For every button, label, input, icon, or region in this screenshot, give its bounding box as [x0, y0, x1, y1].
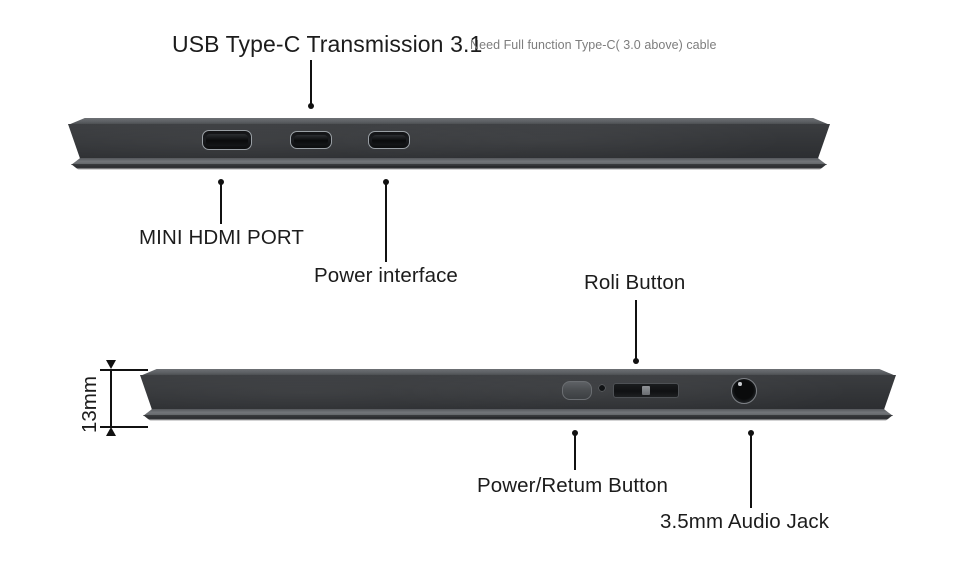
title-subtitle: Need Full function Type-C( 3.0 above) ca…	[470, 38, 717, 52]
leader-dot-mini-hdmi	[218, 179, 224, 185]
mini-hdmi-port[interactable]	[202, 130, 252, 150]
device-body-top	[68, 118, 830, 175]
device-shadow-bottom	[155, 417, 881, 426]
usb-c-port-power-inner	[372, 135, 406, 145]
leader-line-audio-jack	[750, 435, 752, 508]
device-face-top	[68, 124, 830, 159]
leader-dot-roll-button	[633, 358, 639, 364]
dimension-arrow-bottom	[106, 427, 116, 436]
page-title: USB Type-C Transmission 3.1	[172, 31, 483, 57]
dimension-thickness-label: 13mm	[78, 376, 101, 433]
audio-jack-port[interactable]	[731, 378, 757, 404]
leader-dot-power-interface	[383, 179, 389, 185]
dimension-extension-bottom	[100, 426, 148, 428]
device-bottom-edge-view	[140, 369, 896, 426]
label-power-interface: Power interface	[314, 264, 458, 287]
device-body-bottom	[140, 369, 896, 426]
device-face-bottom	[140, 375, 896, 410]
label-mini-hdmi-port: MINI HDMI PORT	[139, 226, 305, 249]
led-indicator-icon	[599, 385, 605, 391]
usb-c-port-power[interactable]	[368, 131, 410, 149]
leader-dot-audio-jack	[748, 430, 754, 436]
audio-jack-highlight	[738, 382, 742, 387]
device-bevel-bottom	[140, 369, 896, 376]
dimension-extension-top	[100, 369, 148, 371]
roll-button[interactable]	[613, 383, 679, 398]
dimension-line-vertical	[110, 369, 112, 427]
leader-line-usb-type-c	[310, 60, 312, 105]
device-bottom-edge-top	[71, 164, 827, 170]
leader-line-power-interface	[385, 184, 387, 262]
label-power-return-button: Power/Retum Button	[477, 474, 668, 497]
leader-dot-usb-type-c	[308, 103, 314, 109]
leader-dot-power-return-button	[572, 430, 578, 436]
device-bevel-top	[68, 118, 830, 125]
label-roll-button: Roli Button	[584, 271, 686, 294]
leader-line-roll-button	[635, 300, 637, 360]
device-top-edge-view	[68, 118, 830, 175]
device-shadow-top	[83, 166, 815, 175]
device-band-bottom	[143, 409, 893, 416]
usb-c-port-transmission-inner	[294, 135, 328, 145]
leader-line-mini-hdmi	[220, 184, 222, 224]
device-band-top	[71, 158, 827, 165]
leader-line-power-return-button	[574, 435, 576, 470]
dimension-arrow-top	[106, 360, 116, 369]
roll-button-nub	[642, 385, 650, 396]
usb-c-port-transmission[interactable]	[290, 131, 332, 149]
power-return-button[interactable]	[562, 381, 592, 400]
mini-hdmi-port-inner	[206, 134, 248, 146]
device-bottom-edge-bottom	[143, 415, 893, 421]
label-audio-jack: 3.5mm Audio Jack	[660, 510, 830, 533]
